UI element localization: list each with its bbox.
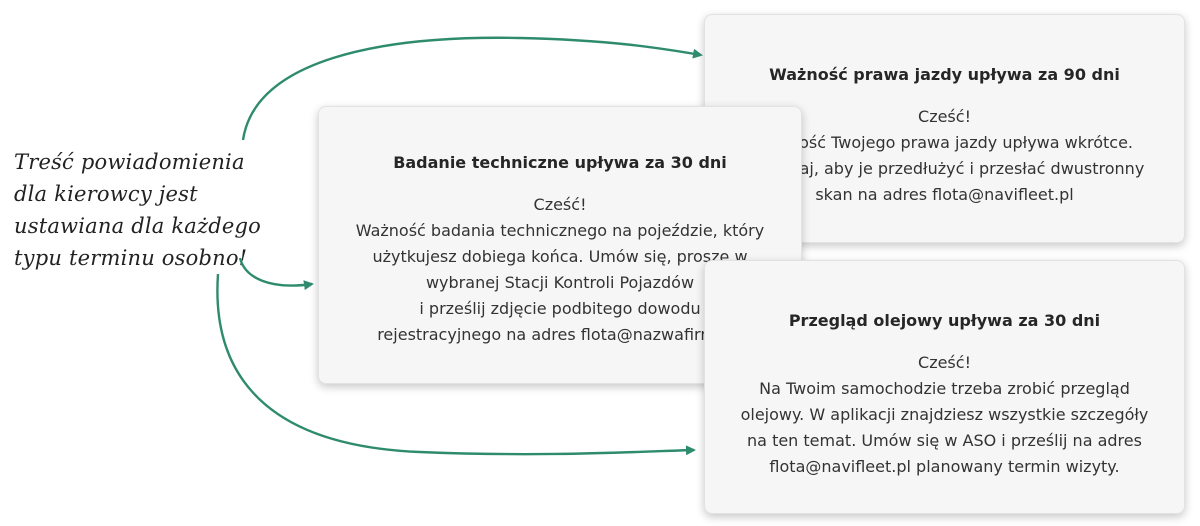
card-line: Pamiętaj, aby je przedłużyć i przesłać d… xyxy=(744,159,1145,178)
note-line: ustawiana dla każdego xyxy=(14,214,262,238)
card-line: olejowy. W aplikacji znajdziesz wszystki… xyxy=(740,405,1149,424)
oil-service-card: Przegląd olejowy upływa za 30 dni Cześć!… xyxy=(704,260,1185,514)
card-title: Ważność prawa jazdy upływa za 90 dni xyxy=(769,65,1120,84)
card-title: Przegląd olejowy upływa za 30 dni xyxy=(788,311,1101,330)
card-line: flota@navifleet.pl planowany termin wizy… xyxy=(769,457,1120,476)
note-line: Treść powiadomienia xyxy=(14,150,245,174)
note-line: typu terminu osobno! xyxy=(14,246,248,270)
card-line: Ważność Twojego prawa jazdy upływa wkrót… xyxy=(756,133,1133,152)
card-line: skan na adres flota@navifleet.pl xyxy=(815,185,1074,204)
card-line: Cześć! xyxy=(918,353,971,372)
card-title: Badanie techniczne upływa za 30 dni xyxy=(393,153,727,172)
card-line: Cześć! xyxy=(533,195,587,214)
card-body: Cześć! Na Twoim samochodzie trzeba zrobi… xyxy=(725,350,1164,480)
card-line: Na Twoim samochodzie trzeba zrobić przeg… xyxy=(759,379,1130,398)
note-line: dla kierowcy jest xyxy=(14,182,198,206)
card-line: Cześć! xyxy=(918,107,971,126)
card-line: użytkujesz dobiega końca. Umów się, pros… xyxy=(372,247,748,266)
card-line: na ten temat. Umów się w ASO i prześlij … xyxy=(747,431,1142,450)
card-line: Ważność badania technicznego na pojeździ… xyxy=(355,221,765,240)
card-body: Cześć! Ważność Twojego prawa jazdy upływ… xyxy=(725,104,1164,208)
driver-notification-note: Treść powiadomienia dla kierowcy jest us… xyxy=(14,146,279,274)
